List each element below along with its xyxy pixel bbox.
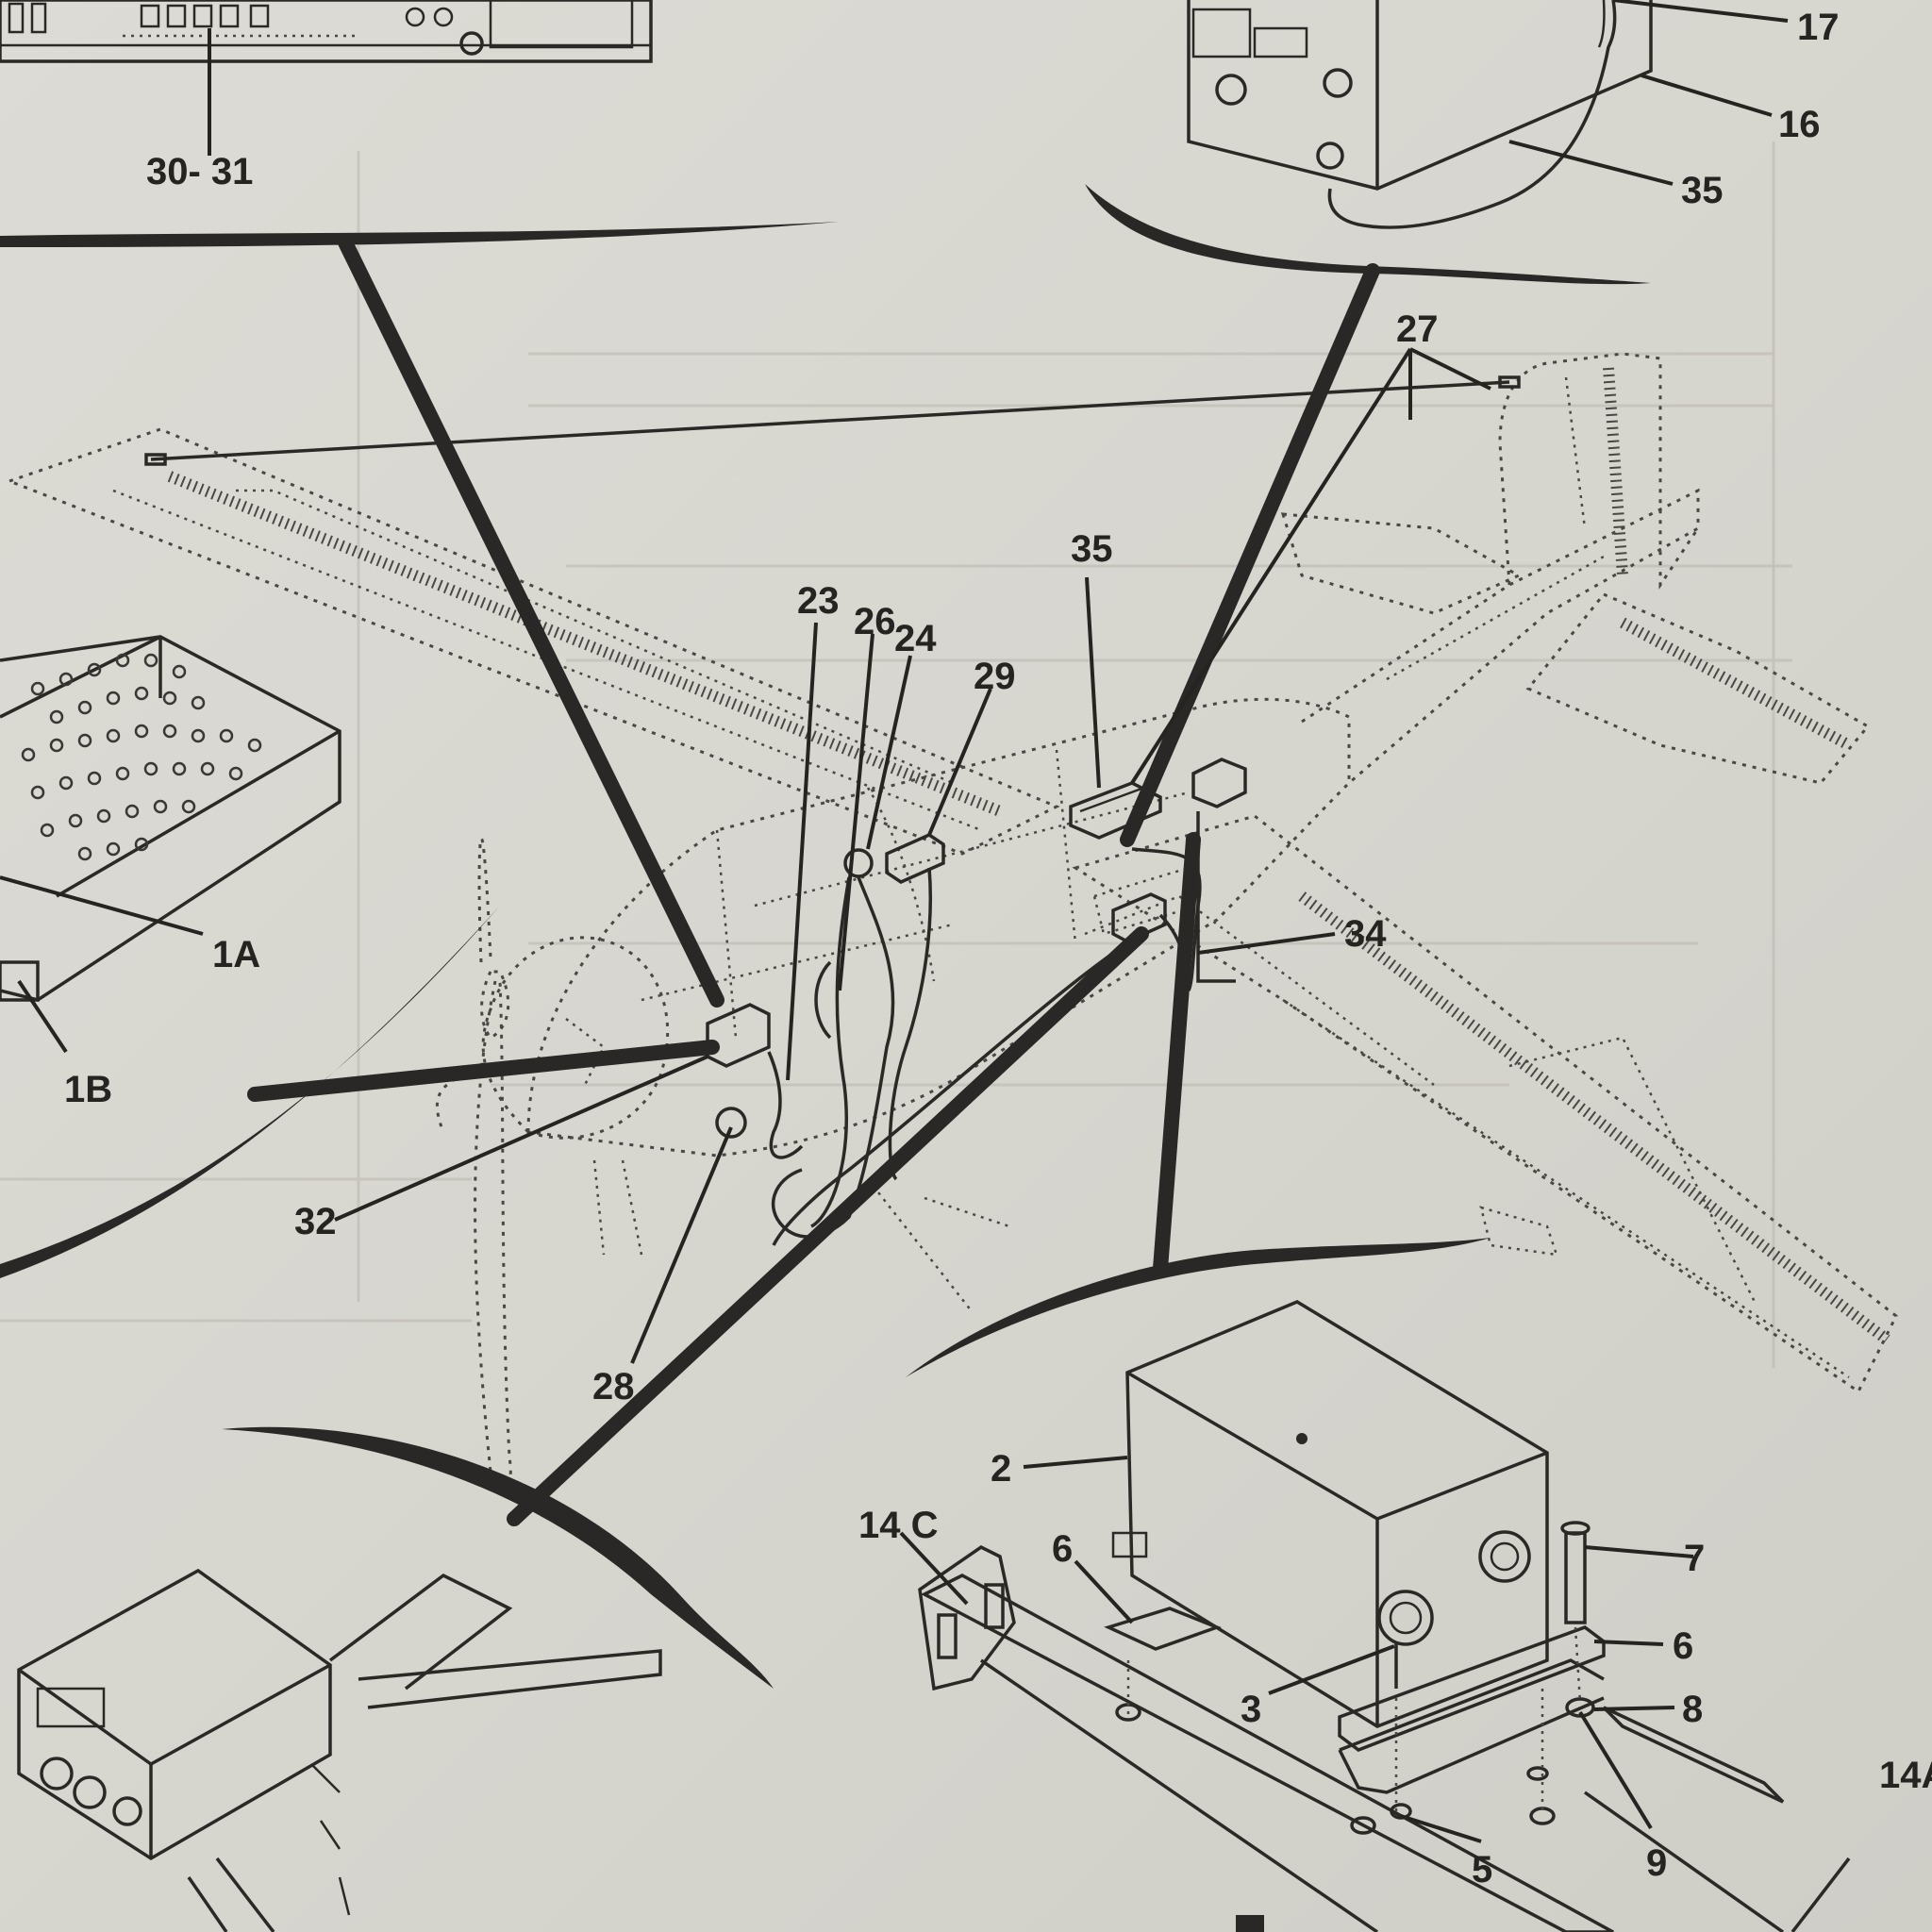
callout-14C: 14 C <box>858 1505 939 1546</box>
callout-24: 24 <box>894 618 937 659</box>
callout-6-right: 6 <box>1673 1625 1693 1667</box>
callout-leader-lines <box>0 0 1789 1843</box>
callout-32: 32 <box>294 1201 337 1242</box>
callout-5: 5 <box>1472 1849 1492 1890</box>
callout-8: 8 <box>1682 1689 1703 1730</box>
callout-34: 34 <box>1344 913 1387 955</box>
radio-panel-top-left <box>0 0 653 63</box>
aircraft-phantom-outline <box>5 352 1898 1489</box>
callout-9: 9 <box>1646 1842 1667 1884</box>
callout-2: 2 <box>991 1448 1011 1490</box>
callout-labels: 30- 31 17 16 35 27 35 23 26 24 29 1A 1B … <box>64 7 1932 1890</box>
callout-35-top: 35 <box>1681 170 1724 211</box>
callout-35: 35 <box>1071 528 1113 570</box>
callout-28: 28 <box>592 1366 635 1407</box>
callout-29: 29 <box>974 656 1016 697</box>
callout-23: 23 <box>797 580 840 622</box>
mounting-assembly-bottom-right <box>918 1300 1851 1932</box>
page-edge-shadow <box>1236 1915 1264 1932</box>
bleed-through <box>0 142 1792 1368</box>
exploded-view-indicators <box>0 184 1651 1689</box>
equipment-box-top-right <box>1187 0 1653 229</box>
callout-6-left: 6 <box>1052 1528 1073 1570</box>
radio-chassis-bottom-left <box>17 1568 662 1932</box>
callout-1B: 1B <box>64 1069 112 1110</box>
callout-30-31: 30- 31 <box>146 151 253 192</box>
callout-16: 16 <box>1778 104 1821 145</box>
callout-26: 26 <box>854 601 896 642</box>
callout-7: 7 <box>1684 1538 1705 1579</box>
callout-3: 3 <box>1241 1689 1261 1730</box>
aircraft-components <box>144 375 1521 1246</box>
callout-14A: 14A <box>1879 1755 1932 1796</box>
callout-27: 27 <box>1396 308 1439 350</box>
callout-1A: 1A <box>212 934 260 975</box>
callout-17: 17 <box>1797 7 1840 48</box>
radio-chassis-left <box>0 635 341 1002</box>
